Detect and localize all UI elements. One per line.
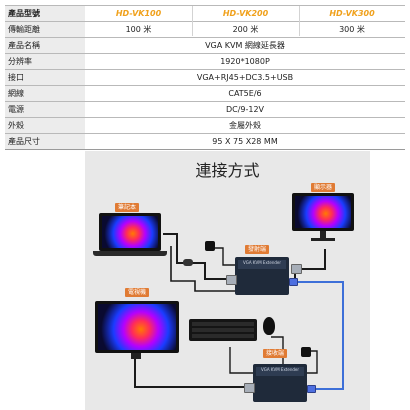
laptop-base bbox=[93, 251, 167, 256]
table-row-interface: 接口 VGA+RJ45+DC3.5+USB bbox=[5, 70, 405, 85]
table-row-cable: 網線 CAT5E/6 bbox=[5, 86, 405, 101]
ferrite-core bbox=[183, 259, 193, 266]
row-value: 金屬外殼 bbox=[229, 121, 261, 130]
row-value: 95 X 75 X28 MM bbox=[212, 137, 278, 146]
spec-table: 產品型號 HD-VK100 HD-VK200 HD-VK300 傳輸距離 100… bbox=[5, 5, 405, 150]
diagram-title: 連接方式 bbox=[195, 161, 260, 180]
display-foot bbox=[311, 238, 335, 241]
receiver-device: VGA KVM Extender bbox=[253, 364, 307, 402]
keyboard-cable bbox=[229, 347, 255, 374]
transmitter-panel bbox=[238, 260, 286, 269]
row-value: 1920*1080P bbox=[220, 57, 270, 66]
distance-value-2: 200 米 bbox=[232, 25, 259, 34]
power-adapter-tx bbox=[205, 241, 215, 251]
display-tag: 顯示器 bbox=[311, 183, 336, 192]
table-row-housing: 外殼 金屬外殼 bbox=[5, 118, 405, 133]
row-label: 外殼 bbox=[5, 118, 85, 133]
receiver-panel bbox=[256, 367, 304, 376]
row-label: 產品尺寸 bbox=[5, 134, 85, 149]
display-screen bbox=[295, 196, 351, 228]
power-cable-rx bbox=[305, 350, 318, 374]
row-label: 電源 bbox=[5, 102, 85, 117]
row-label: 產品名稱 bbox=[5, 38, 85, 53]
row-value: DC/9-12V bbox=[225, 105, 265, 114]
vga-cable-display bbox=[294, 249, 326, 279]
tv-screen bbox=[98, 304, 176, 350]
network-cable bbox=[290, 281, 344, 390]
distance-value-1: 100 米 bbox=[125, 25, 152, 34]
laptop-tag: 筆記本 bbox=[115, 203, 140, 212]
row-value: VGA KVM 網線延長器 bbox=[205, 41, 285, 50]
power-adapter-rx bbox=[301, 347, 311, 357]
transmitter-device: VGA KVM Extender bbox=[235, 257, 289, 295]
model-hd-vk100: HD-VK100 bbox=[115, 9, 162, 18]
vga-plug-display bbox=[291, 264, 302, 274]
row-label: 分辨率 bbox=[5, 54, 85, 69]
vga-plug-rx bbox=[244, 383, 255, 393]
table-header-row: 產品型號 HD-VK100 HD-VK200 HD-VK300 bbox=[5, 6, 405, 21]
tv-tag: 電視機 bbox=[125, 288, 150, 297]
transmitter-label: VGA KVM Extender bbox=[242, 260, 282, 265]
row-value: VGA+RJ45+DC3.5+USB bbox=[196, 73, 294, 82]
table-row-size: 產品尺寸 95 X 75 X28 MM bbox=[5, 134, 405, 149]
mouse-cable bbox=[271, 336, 284, 369]
vga-cable-tv bbox=[134, 358, 253, 388]
usb-cable-laptop bbox=[170, 246, 235, 292]
connection-diagram: 連接方式 筆記本 顯示器 VGA KVM Extender bbox=[85, 151, 370, 410]
table-row-distance: 傳輸距離 100 米 200 米 300 米 bbox=[5, 22, 405, 37]
vga-plug-tx bbox=[226, 275, 237, 285]
model-hd-vk200: HD-VK200 bbox=[222, 9, 269, 18]
mouse bbox=[263, 317, 275, 335]
tv-stand bbox=[131, 353, 141, 359]
table-row-power: 電源 DC/9-12V bbox=[5, 102, 405, 117]
row-label: 接口 bbox=[5, 70, 85, 85]
row-label: 網線 bbox=[5, 86, 85, 101]
receiver-tag: 接收端 bbox=[263, 349, 288, 358]
laptop-screen bbox=[102, 216, 158, 248]
keyboard bbox=[189, 319, 257, 341]
row-value: CAT5E/6 bbox=[228, 89, 262, 98]
display-stand bbox=[320, 231, 326, 239]
table-row-resolution: 分辨率 1920*1080P bbox=[5, 54, 405, 69]
model-hd-vk300: HD-VK300 bbox=[329, 9, 375, 18]
model-label: 產品型號 bbox=[5, 6, 85, 21]
distance-value-3: 300 米 bbox=[339, 25, 365, 34]
power-cable-tx bbox=[213, 247, 237, 266]
rj45-plug-tx bbox=[289, 278, 298, 286]
vga-cable-laptop bbox=[163, 233, 235, 280]
table-row-product-name: 產品名稱 VGA KVM 網線延長器 bbox=[5, 38, 405, 53]
receiver-label: VGA KVM Extender bbox=[260, 367, 300, 372]
transmitter-tag: 發射端 bbox=[245, 245, 270, 254]
distance-label: 傳輸距離 bbox=[5, 22, 85, 37]
rj45-plug-rx bbox=[307, 385, 316, 393]
